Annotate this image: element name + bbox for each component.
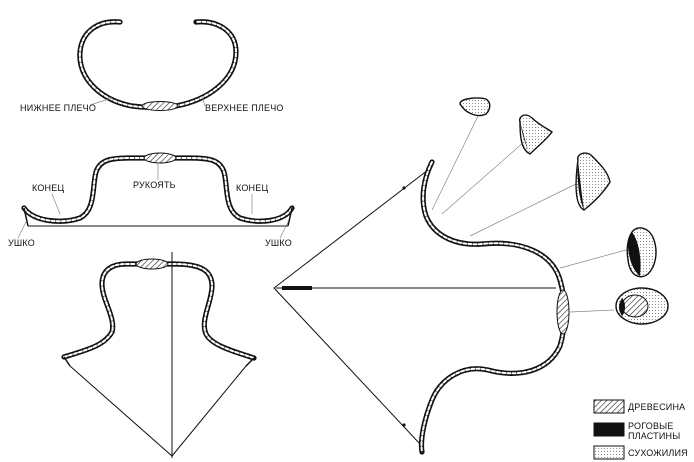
bowstring-drawn bbox=[70, 366, 246, 456]
end-label-right: КОНЕЦ bbox=[236, 183, 268, 193]
legend-horn: РОГОВЫЕ ПЛАСТИНЫ bbox=[594, 421, 680, 441]
cross-section-1 bbox=[460, 98, 490, 115]
lower-limb-label: НИЖНЕЕ ПЛЕЧО bbox=[20, 103, 96, 113]
legend-horn-label-2: ПЛАСТИНЫ bbox=[628, 431, 680, 441]
braced-bow-figure: РУКОЯТЬ КОНЕЦ КОНЕЦ УШКО УШКО bbox=[8, 153, 292, 248]
end-label-left: КОНЕЦ bbox=[32, 183, 64, 193]
large-drawn-bow-figure bbox=[274, 98, 668, 452]
legend-horn-label-1: РОГОВЫЕ bbox=[628, 421, 674, 431]
cross-section-5 bbox=[616, 288, 668, 324]
nock-label-right: УШКО bbox=[265, 238, 292, 248]
grip-swelling-braced bbox=[144, 153, 176, 163]
material-legend: ДРЕВЕСИНА РОГОВЫЕ ПЛАСТИНЫ СУХОЖИЛИЯ bbox=[594, 400, 688, 459]
cross-section-2 bbox=[520, 115, 552, 154]
grip-label: РУКОЯТЬ bbox=[133, 180, 176, 190]
cross-section-3 bbox=[576, 153, 610, 210]
legend-sinew: СУХОЖИЛИЯ bbox=[594, 446, 688, 459]
legend-sinew-label: СУХОЖИЛИЯ bbox=[628, 448, 688, 458]
cross-section-4 bbox=[627, 228, 656, 277]
unstrung-bow-figure: НИЖНЕЕ ПЛЕЧО ВЕРХНЕЕ ПЛЕЧО bbox=[20, 22, 284, 113]
bowstring-large bbox=[274, 170, 428, 444]
legend-wood-label: ДРЕВЕСИНА bbox=[628, 402, 685, 412]
grip-swelling bbox=[142, 102, 178, 111]
grip-swelling-drawn bbox=[136, 259, 168, 269]
drawn-bow-figure bbox=[64, 252, 254, 458]
upper-limb-label: ВЕРХНЕЕ ПЛЕЧО bbox=[205, 103, 284, 113]
grip-swelling-large bbox=[557, 290, 569, 334]
arrow-fletching bbox=[282, 286, 312, 290]
legend-wood: ДРЕВЕСИНА bbox=[594, 400, 685, 413]
nock-label-left: УШКО bbox=[8, 238, 35, 248]
